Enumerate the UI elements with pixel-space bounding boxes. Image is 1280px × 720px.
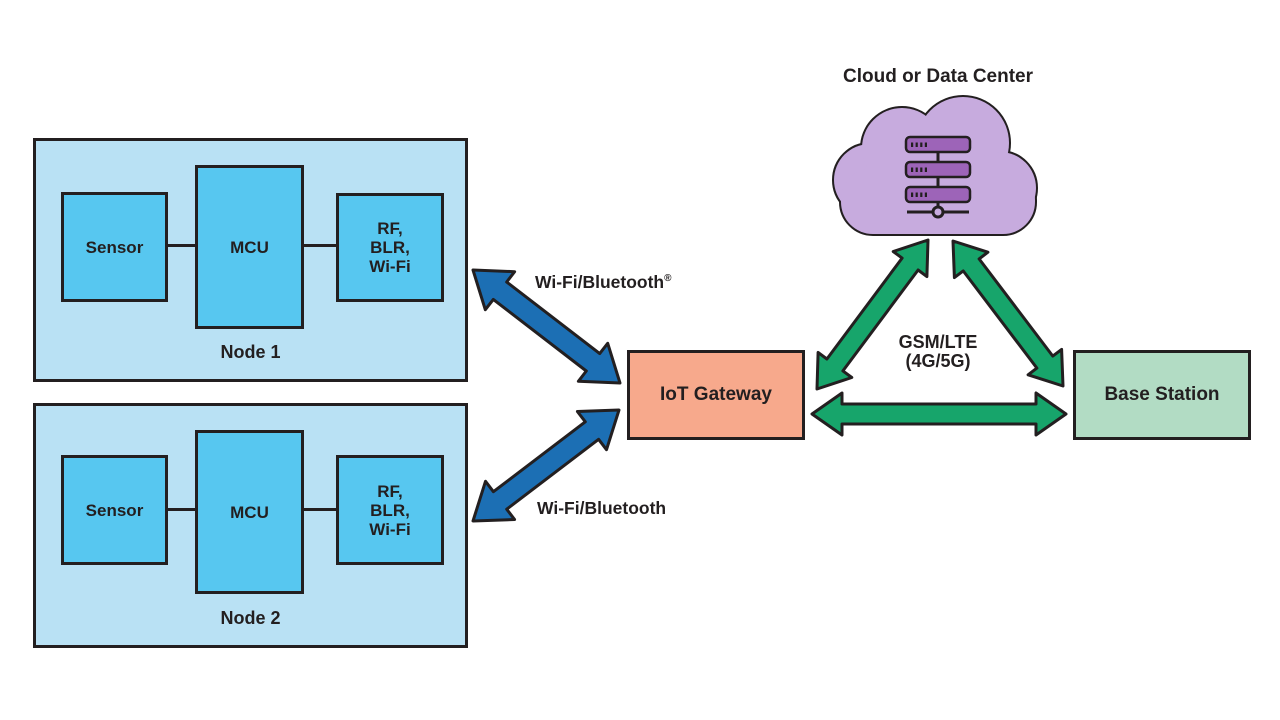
iot-gateway-label: IoT Gateway: [660, 384, 772, 405]
node1-sensor-box: Sensor: [61, 192, 168, 302]
wifi-bluetooth-label-2: Wi-Fi/Bluetooth: [537, 498, 667, 518]
server-led: [915, 192, 918, 197]
server-led: [924, 192, 927, 197]
node2-sensor-box: Sensor: [61, 455, 168, 565]
network-node-dot: [931, 205, 945, 219]
server-led-dots: [911, 142, 927, 197]
server-led: [924, 167, 927, 172]
node1-label: Node 1: [220, 342, 281, 362]
node1-radio-label: RF, BLR, Wi-Fi: [369, 219, 411, 276]
base-station-box: Base Station: [1073, 350, 1251, 440]
node2-radio-label: RF, BLR, Wi-Fi: [369, 481, 411, 539]
node2-mcu-box: MCU: [195, 430, 304, 594]
iot-gateway-box: IoT Gateway: [627, 350, 805, 440]
arrows-group: [471, 238, 1068, 523]
arrow-cloud-basestation: [951, 239, 1065, 388]
server-led: [911, 142, 914, 147]
arrow-gateway-cloud: [815, 238, 930, 391]
arrow-node2-gateway: [471, 408, 621, 523]
server-led: [920, 167, 923, 172]
server-led: [920, 192, 923, 197]
server-stack-icon: [904, 135, 972, 219]
server-led: [924, 142, 927, 147]
server-bar: [904, 135, 972, 154]
server-led: [911, 167, 914, 172]
server-led: [920, 142, 923, 147]
registered-trademark-symbol: ®: [664, 273, 672, 285]
node1-sensor-label: Sensor: [85, 237, 144, 257]
node1-radio-box: RF, BLR, Wi-Fi: [336, 193, 444, 302]
node2-radio-box: RF, BLR, Wi-Fi: [336, 455, 444, 565]
node2-sensor-label: Sensor: [85, 500, 144, 520]
node2-mcu-radio-connector: [304, 508, 336, 511]
wifi-bluetooth-label-1: Wi-Fi/Bluetooth®: [535, 272, 672, 292]
node2-label: Node 2: [220, 608, 281, 628]
node1-sensor-mcu-connector: [168, 244, 195, 247]
base-station-label: Base Station: [1104, 384, 1220, 405]
server-led: [915, 142, 918, 147]
node1-mcu-label: MCU: [230, 237, 269, 257]
node2-box: Sensor MCU RF, BLR, Wi-Fi Node 2: [33, 403, 468, 648]
server-bar: [904, 160, 972, 179]
server-bar: [904, 185, 972, 204]
server-led: [911, 192, 914, 197]
node2-sensor-mcu-connector: [168, 508, 195, 511]
node2-mcu-label: MCU: [230, 502, 269, 522]
node1-box: Sensor MCU RF, BLR, Wi-Fi Node 1: [33, 138, 468, 382]
arrow-node1-gateway: [471, 268, 622, 385]
gsm-lte-label: GSM/LTE (4G/5G): [898, 332, 978, 371]
arrow-gateway-basestation: [810, 391, 1068, 437]
cloud-title: Cloud or Data Center: [842, 66, 1034, 87]
server-led: [915, 167, 918, 172]
node1-mcu-radio-connector: [304, 244, 336, 247]
node1-mcu-box: MCU: [195, 165, 304, 329]
